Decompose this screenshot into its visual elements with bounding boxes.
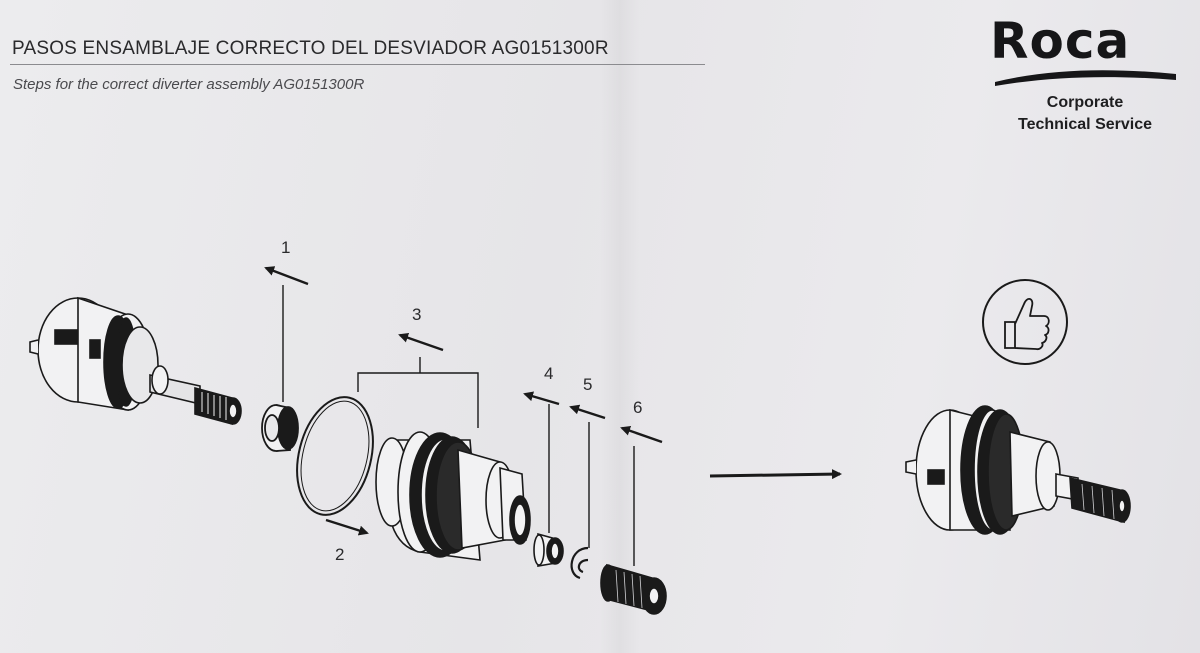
step-4-arrow: [523, 391, 560, 406]
page-subtitle: Steps for the correct diverter assembly …: [13, 76, 365, 93]
thumbs-up-icon: [982, 279, 1068, 365]
retaining-clip: [570, 546, 589, 580]
step-3-arrow: [398, 332, 444, 352]
o-ring: [296, 396, 374, 516]
step-1-arrow: [264, 266, 309, 286]
small-sleeve: [533, 532, 564, 567]
step-number-6: 6: [633, 398, 643, 417]
step-number-2: 2: [335, 545, 345, 564]
step-2-arrow: [325, 518, 369, 536]
step-number-1: 1: [281, 238, 291, 257]
logo-tagline-service: Technical Service: [1018, 116, 1152, 133]
step-5-arrow: [569, 404, 606, 420]
black-cap: [600, 563, 667, 615]
page-title: PASOS ENSAMBLAJE CORRECTO DEL DESVIADOR …: [12, 38, 609, 59]
step-number-5: 5: [583, 375, 593, 394]
logo-tagline-corporate: Corporate: [1046, 94, 1124, 111]
diverter-housing: [375, 431, 531, 561]
title-underline: [10, 64, 705, 65]
assembled-cartridge: [905, 405, 1131, 535]
logo-wordmark: Roca: [990, 12, 1131, 70]
roca-logo: Roca Corporate Technical Service: [975, 10, 1195, 150]
logo-swoosh: [995, 70, 1176, 86]
arrow-right-icon: [709, 469, 842, 480]
step-6-arrow: [620, 425, 663, 444]
step-number-4: 4: [544, 364, 554, 383]
step-number-3: 3: [412, 305, 422, 324]
seal-ring: [261, 404, 299, 452]
cartridge-body: [29, 296, 242, 426]
